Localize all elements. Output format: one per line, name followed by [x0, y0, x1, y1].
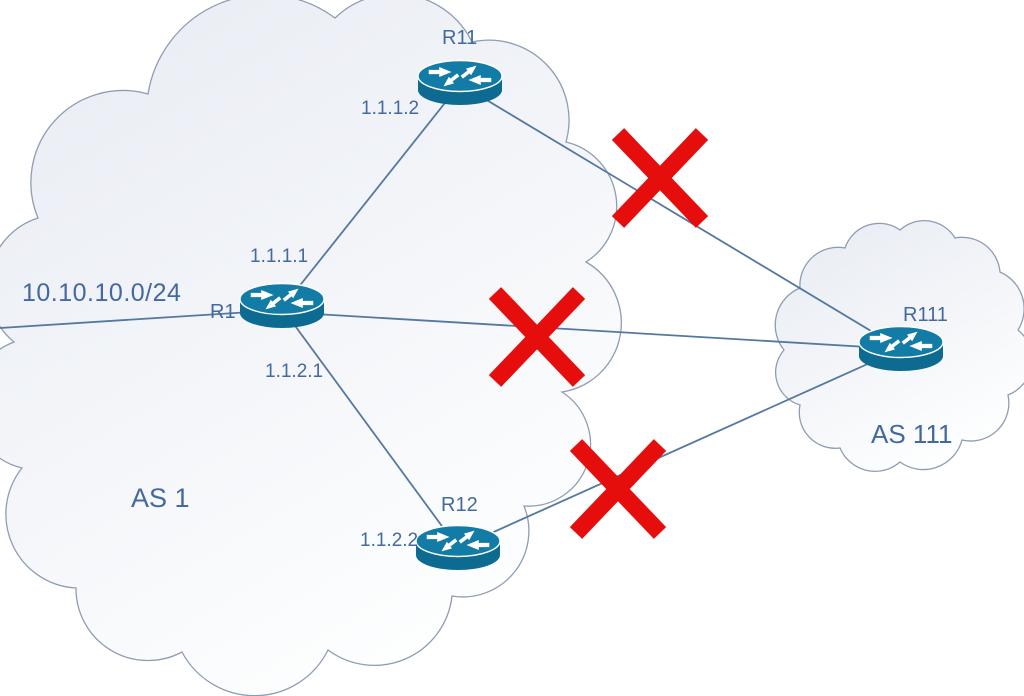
- link-r1-r111: [281, 311, 902, 350]
- label-as-111: AS 111: [871, 419, 953, 449]
- label-network-10-10-10-0: 10.10.10.0/24: [22, 279, 182, 307]
- router-r12: [415, 524, 501, 571]
- link-r1-r11: [281, 83, 461, 309]
- link-r12-r111: [457, 348, 902, 549]
- failed-link-x-r11-r111: [618, 134, 702, 222]
- label-if-1-1-2-2: 1.1.2.2: [360, 530, 419, 551]
- label-router-r111: R111: [903, 304, 948, 326]
- link-r1-r12: [281, 307, 459, 549]
- label-router-r12: R12: [441, 494, 478, 516]
- label-router-r11: R11: [442, 27, 478, 49]
- link-r11-r111: [459, 83, 902, 350]
- router-r111: [858, 325, 944, 372]
- label-if-1-1-1-1: 1.1.1.1: [250, 246, 309, 267]
- label-if-1-1-2-1: 1.1.2.1: [265, 361, 324, 382]
- router-r1: [239, 282, 325, 329]
- label-if-1-1-1-2: 1.1.1.2: [361, 98, 420, 119]
- router-r11: [417, 59, 503, 106]
- label-as-1: AS 1: [131, 483, 190, 513]
- label-router-r1: R1: [210, 301, 236, 323]
- link-r1-lan: [0, 309, 283, 329]
